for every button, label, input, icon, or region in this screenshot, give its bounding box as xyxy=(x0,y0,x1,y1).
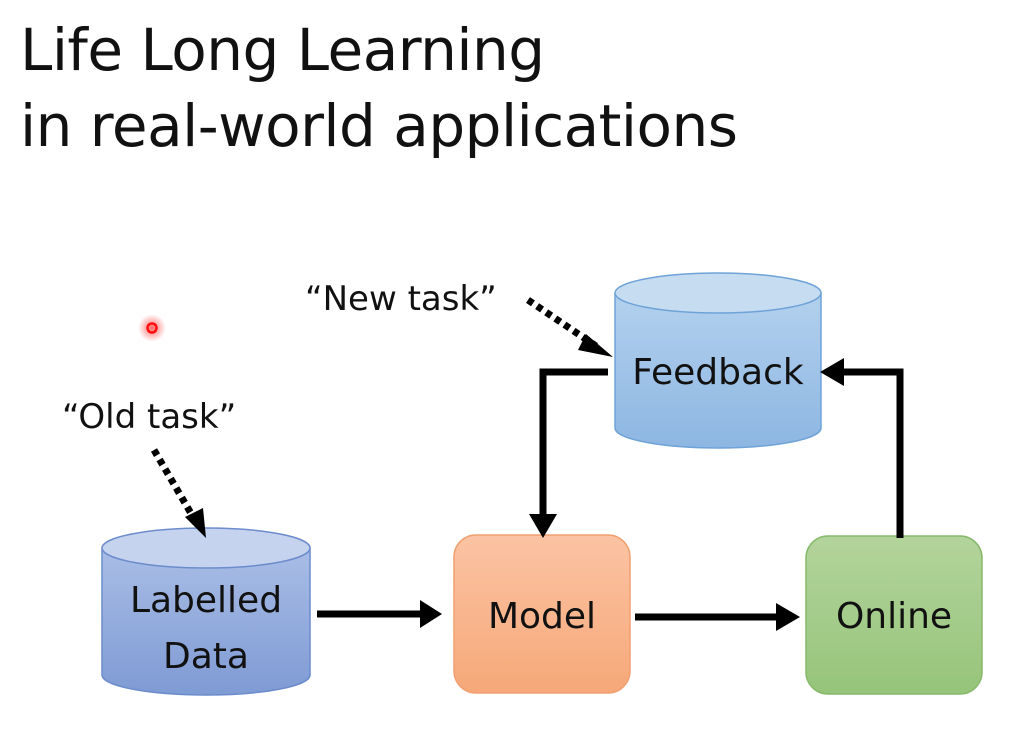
dotted-arrow-new-task-to-feedback xyxy=(526,297,613,357)
node-feedback: Feedback xyxy=(614,272,822,449)
laser-pointer-icon xyxy=(138,314,166,342)
node-labelled-data: Labelled Data xyxy=(101,527,311,696)
title-line-2: in real-world applications xyxy=(20,92,738,160)
labelled-data-label-line1: Labelled xyxy=(130,580,282,621)
dotted-arrow-old-task-to-labelled-data xyxy=(150,448,206,538)
old-task-annotation: “Old task” xyxy=(62,397,236,437)
online-label: Online xyxy=(836,596,952,637)
new-task-annotation: “New task” xyxy=(305,279,497,319)
arrow-feedback-to-model xyxy=(529,368,608,538)
model-label: Model xyxy=(488,596,596,637)
slide-title: Life Long Learning in real-world applica… xyxy=(20,12,738,164)
labelled-data-label-line2: Data xyxy=(163,636,249,677)
node-online: Online xyxy=(805,535,983,695)
arrow-labelled-data-to-model xyxy=(317,600,442,628)
arrow-model-to-online xyxy=(635,603,800,631)
feedback-label: Feedback xyxy=(632,352,804,393)
arrow-online-to-feedback xyxy=(820,358,904,538)
node-model: Model xyxy=(453,534,631,694)
title-line-1: Life Long Learning xyxy=(20,16,545,84)
